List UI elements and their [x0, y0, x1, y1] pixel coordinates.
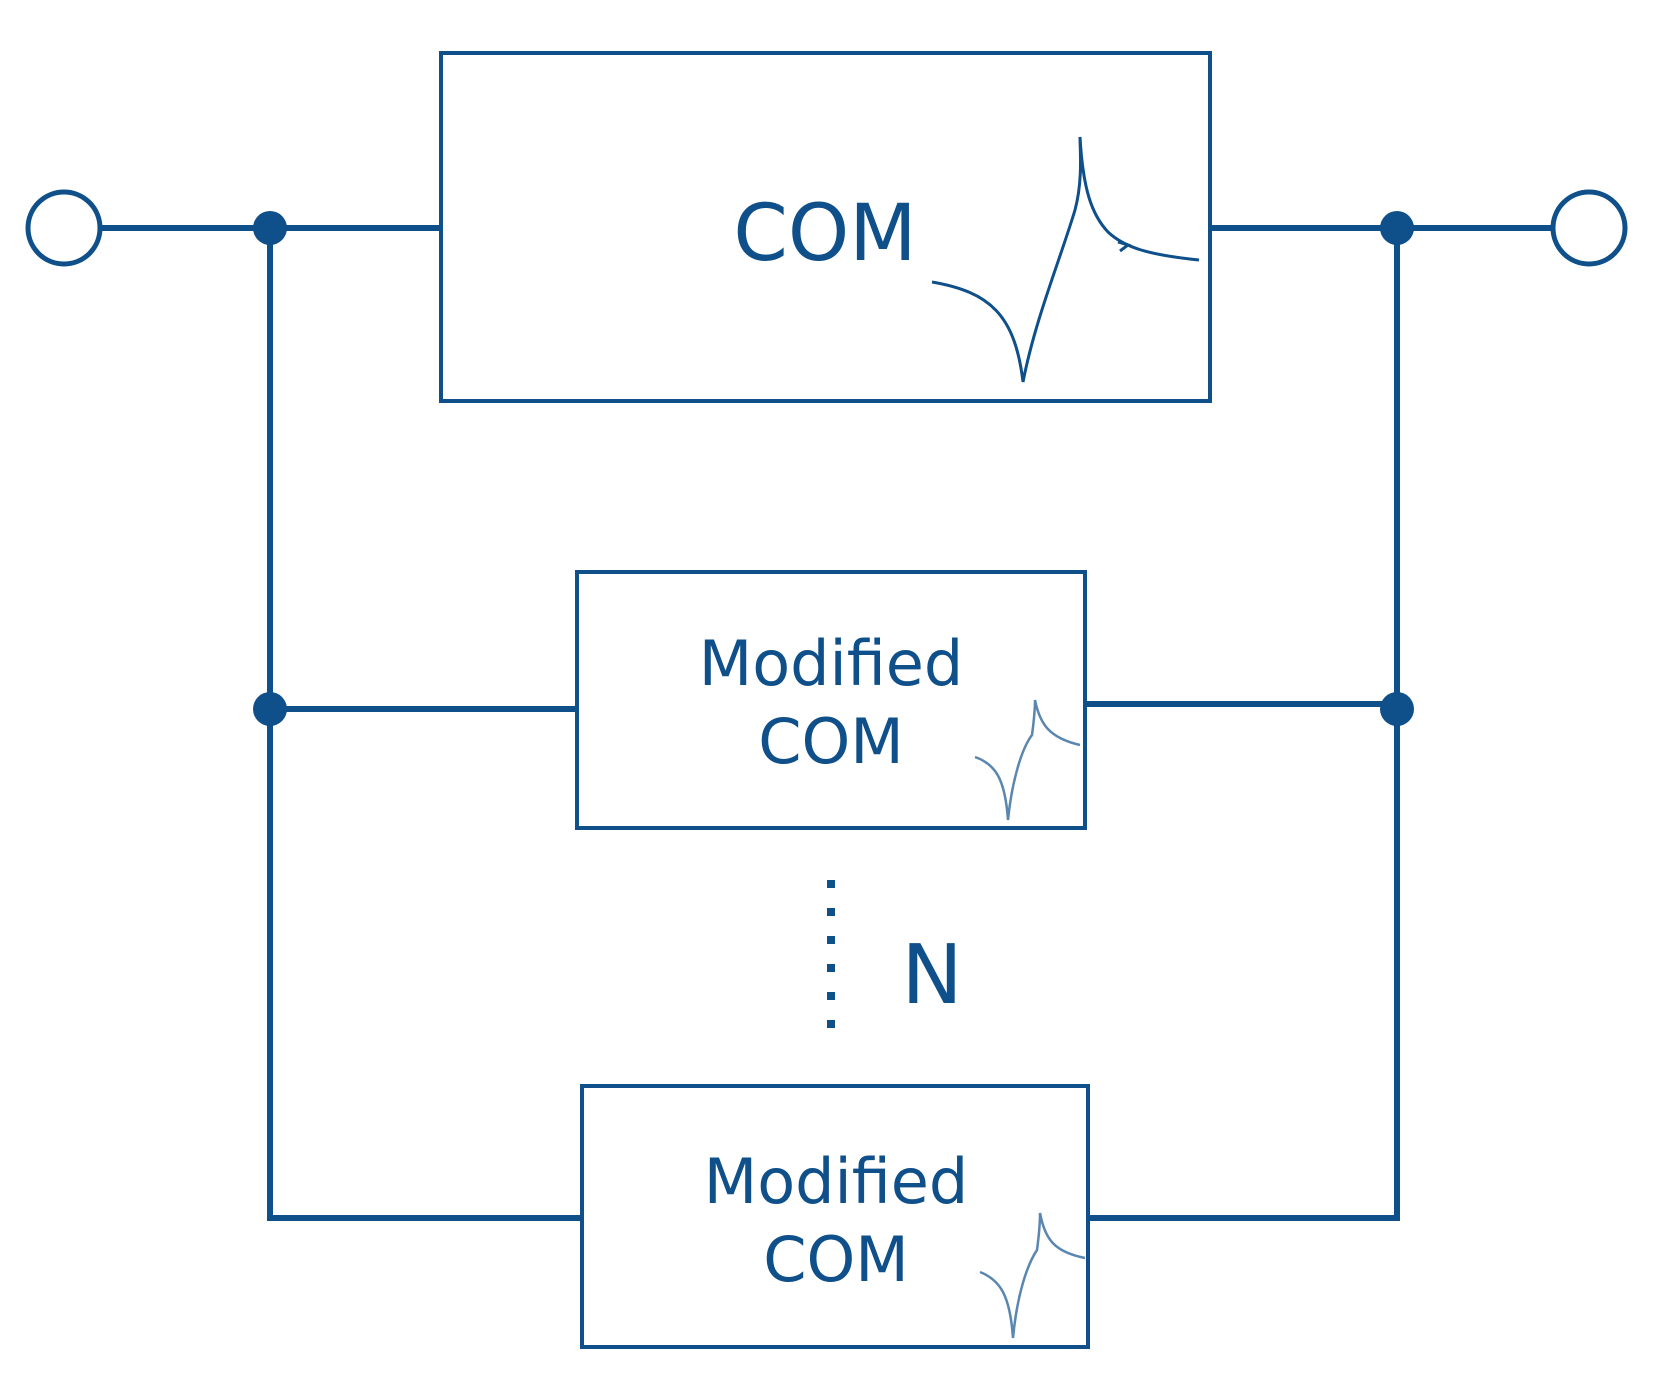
- resonance-curve-small-icon: [979, 1212, 1086, 1339]
- junction-node: [253, 692, 287, 726]
- curve-marker-icon: [1117, 240, 1132, 253]
- modified-com-box-n: [580, 1084, 1090, 1349]
- junction-node: [1380, 692, 1414, 726]
- modified-com-1-line2: COM: [758, 705, 904, 778]
- modified-com-n-line1: Modified: [704, 1145, 969, 1218]
- main-com-box: [439, 51, 1212, 403]
- resonance-curve-small-icon: [974, 699, 1081, 821]
- junction-node: [253, 211, 287, 245]
- right-bus: [1085, 225, 1400, 1221]
- main-com-block: COM: [439, 51, 1212, 403]
- modified-com-box-1: [575, 570, 1087, 830]
- output-terminal: [1550, 189, 1628, 267]
- modified-com-1-line1: Modified: [699, 627, 964, 700]
- modified-com-block-1: Modified COM: [575, 570, 1087, 830]
- resonance-curve-icon: [931, 136, 1200, 383]
- main-com-label: COM: [733, 189, 916, 279]
- wires: [97, 225, 1559, 1221]
- left-bus: [267, 225, 585, 1221]
- input-terminal: [25, 189, 103, 267]
- modified-com-n-line2: COM: [763, 1223, 909, 1296]
- modified-com-block-n: Modified COM: [580, 1084, 1090, 1349]
- junctions: [253, 211, 1414, 726]
- junction-node: [1380, 211, 1414, 245]
- terminals: [25, 189, 1628, 267]
- branch-count-label: N: [901, 928, 962, 1023]
- branch-repeat-indicator: N: [827, 880, 963, 1045]
